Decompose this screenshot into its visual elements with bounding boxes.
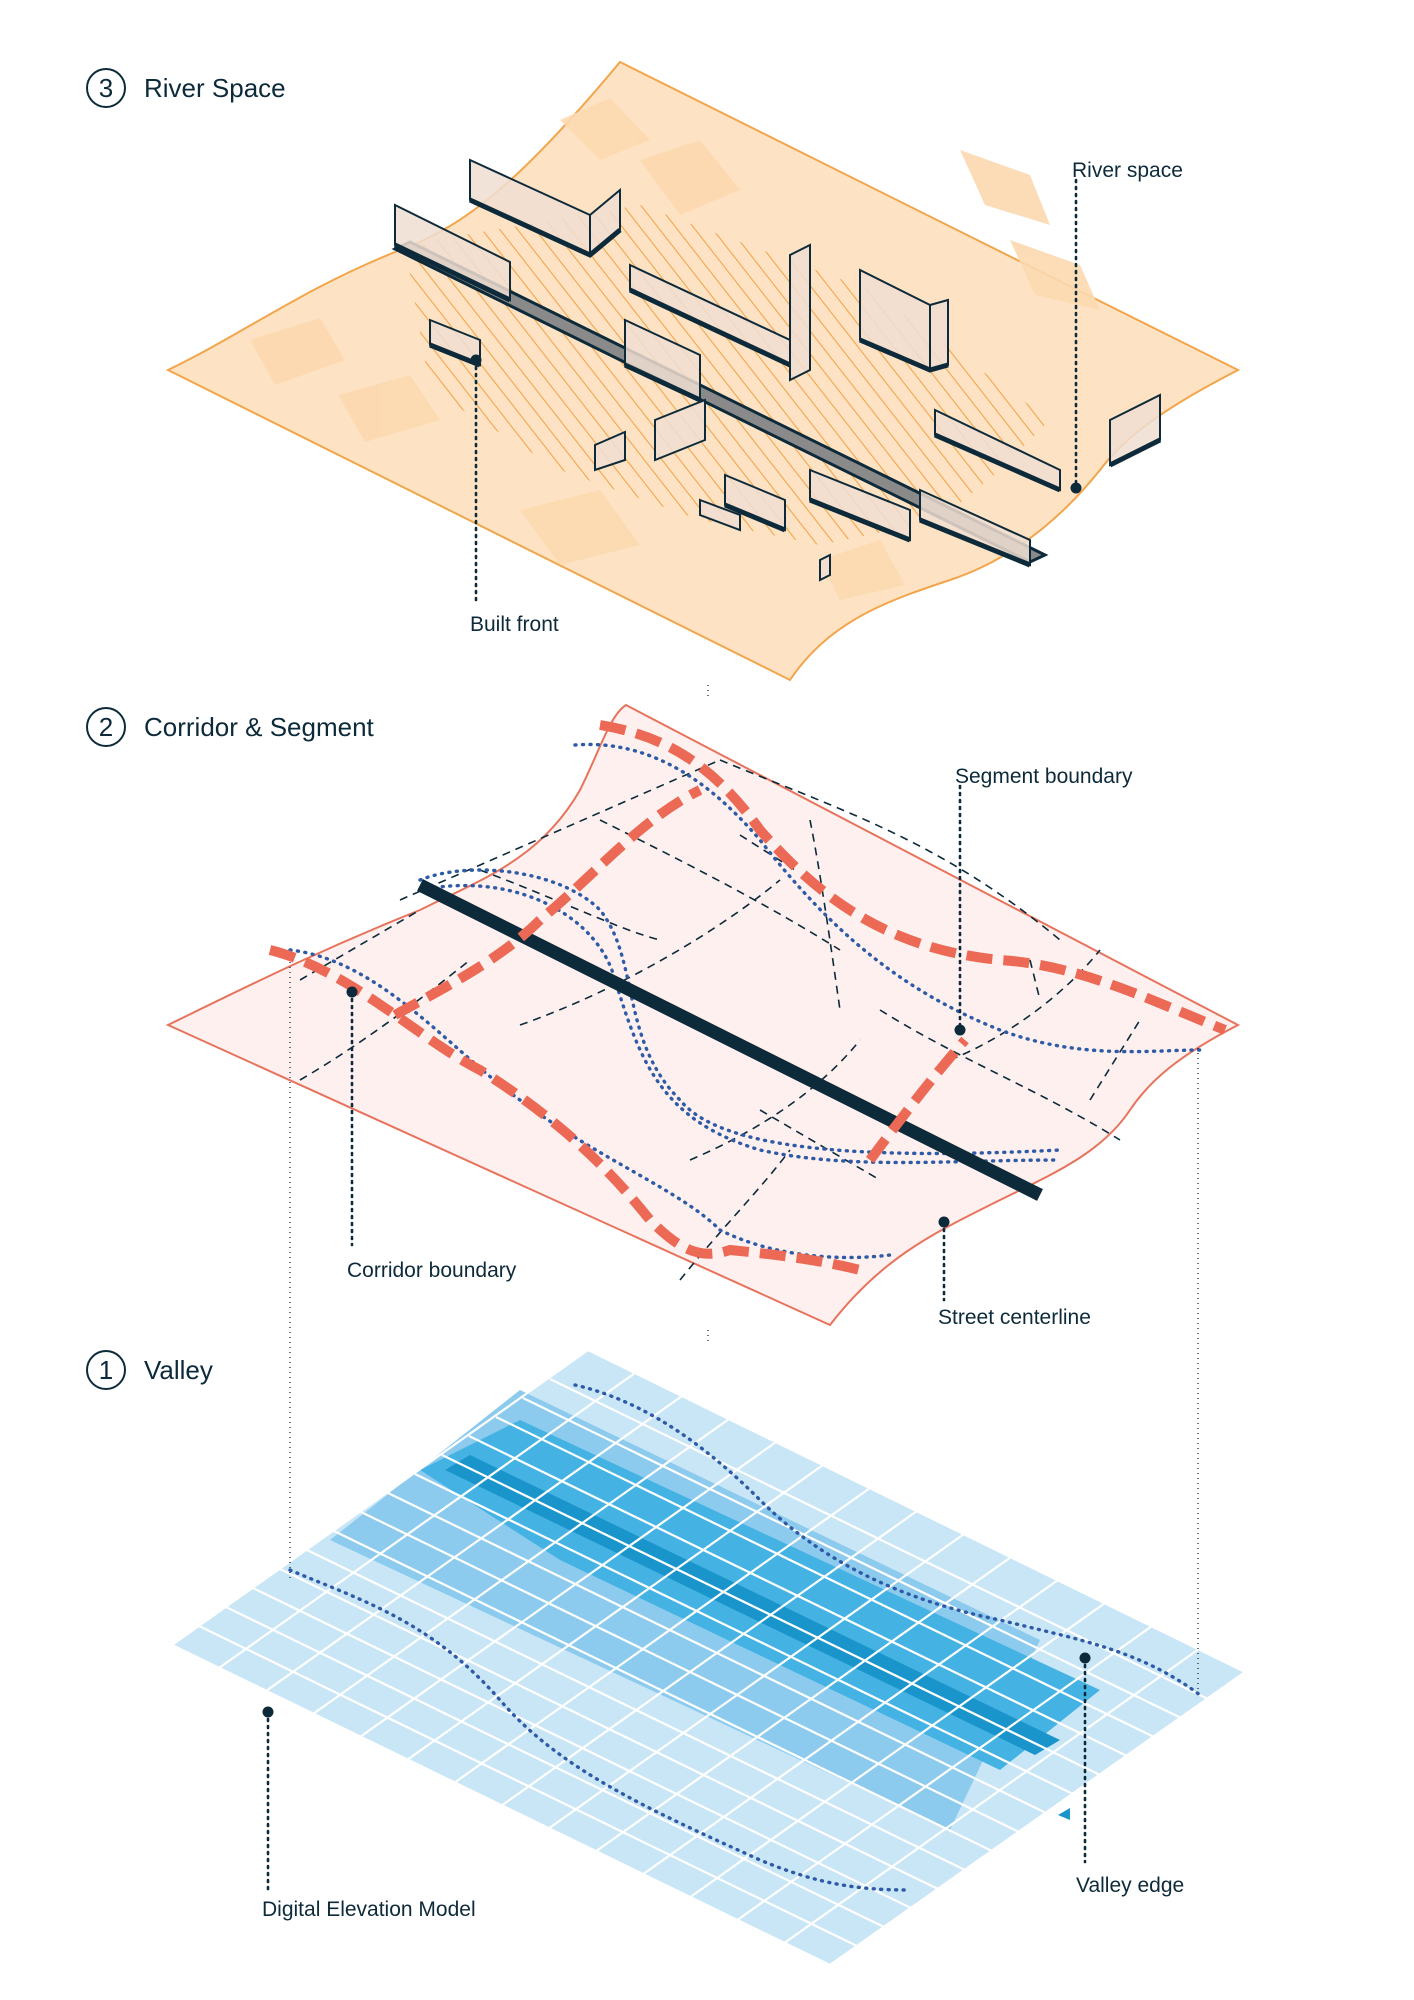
section-1-title: Valley (144, 1355, 213, 1385)
built-front-walls (394, 158, 1161, 582)
label-digital-elevation-model: Digital Elevation Model (262, 1898, 476, 1921)
label-river-space: River space (1072, 159, 1183, 182)
layer-link-lines (289, 685, 1199, 1692)
section-3-title: River Space (144, 73, 286, 103)
dem-small-marker (1058, 1808, 1070, 1820)
section-1-number: 1 (86, 1350, 126, 1390)
corridor-segment-layer (165, 703, 1241, 1327)
section-2-number: 2 (86, 707, 126, 747)
corridor-boundary-dashes (268, 720, 1227, 1275)
leader-lines (266, 178, 1087, 1892)
label-corridor-boundary: Corridor boundary (347, 1259, 517, 1282)
section-3-number: 3 (86, 68, 126, 108)
dem-grid (171, 1349, 1246, 1966)
built-front-edges (393, 197, 1162, 568)
valley-dem-layer (171, 1349, 1246, 1966)
dem-valley-edge-dots (288, 1383, 1202, 1892)
leader-dots (262, 354, 1091, 1718)
river-layer-blocks (250, 98, 1100, 600)
river-hatch-area (405, 205, 1050, 545)
label-street-centerline: Street centerline (938, 1306, 1091, 1329)
river-space-layer (165, 60, 1241, 682)
label-built-front: Built front (470, 613, 559, 636)
label-valley-edge: Valley edge (1076, 1874, 1185, 1897)
corridor-layer-surface (165, 703, 1241, 1327)
label-segment-boundary: Segment boundary (955, 765, 1133, 788)
section-2-title: Corridor & Segment (144, 712, 374, 742)
